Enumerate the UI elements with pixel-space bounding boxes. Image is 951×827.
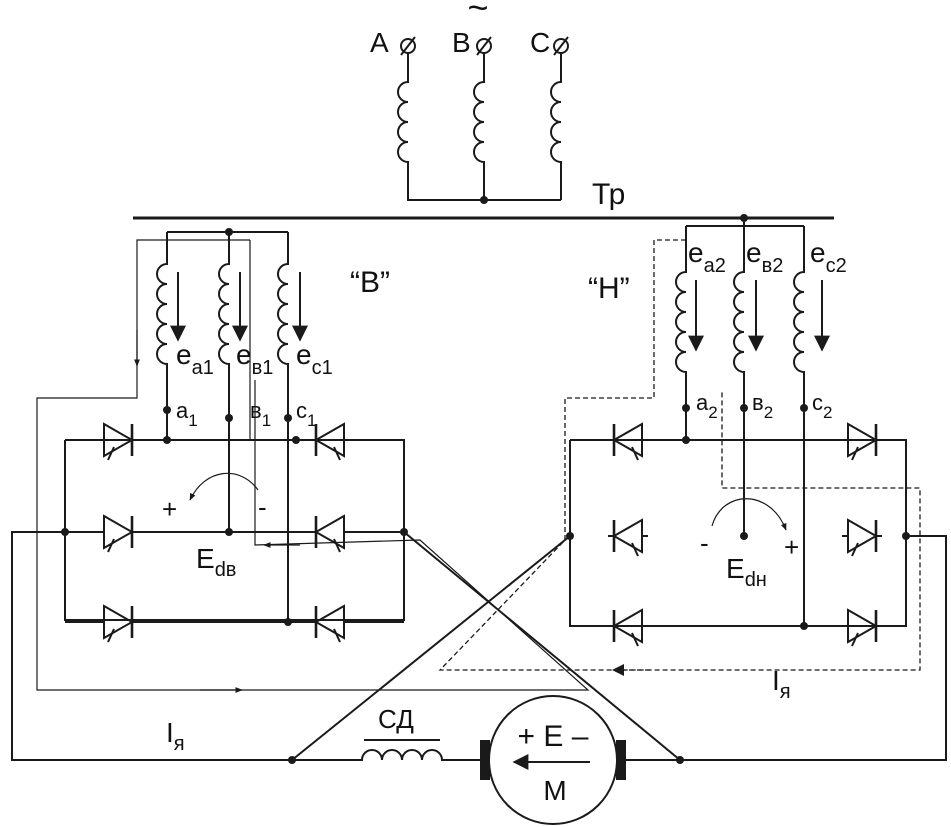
thyristor-h-1-icon bbox=[606, 422, 650, 462]
primary-coil-b-icon bbox=[473, 53, 485, 200]
minus-left: - bbox=[258, 492, 267, 522]
thyristor-h-2-icon bbox=[840, 422, 884, 462]
minus-right: - bbox=[700, 528, 709, 558]
phase-b-terminal-icon bbox=[476, 36, 492, 56]
a2-label: a2 bbox=[696, 390, 718, 422]
ea1-label: eа1 bbox=[176, 339, 214, 379]
secondary-b-coil-b-icon bbox=[218, 232, 230, 532]
smoothing-choke-icon bbox=[292, 749, 480, 761]
thyristor-b-6-icon bbox=[308, 604, 352, 644]
phase-c-label: C bbox=[530, 27, 550, 58]
secondary-winding-h: eа2 eв2 ec2 “Н” a2 в2 c2 bbox=[588, 214, 847, 626]
ia-left-label: Iя bbox=[166, 717, 185, 755]
current-path-b-solid bbox=[36, 239, 590, 693]
plus-left: + bbox=[162, 494, 177, 524]
ac-symbol: ~ bbox=[467, 0, 488, 28]
motor-brush-left bbox=[480, 740, 490, 780]
motor-brush-right bbox=[616, 740, 626, 780]
current-path-h-dashed bbox=[438, 239, 921, 676]
secondary-b-coil-a-icon bbox=[156, 232, 168, 440]
plus-right: + bbox=[784, 532, 799, 562]
edn-label: Edн bbox=[726, 553, 767, 591]
phase-b-label: B bbox=[452, 27, 471, 58]
ec2-label: ec2 bbox=[810, 237, 847, 277]
eb2-label: eв2 bbox=[746, 237, 783, 277]
left-thyristor-bridge: + - Edв bbox=[61, 422, 408, 644]
primary-coil-a-icon bbox=[397, 53, 561, 201]
edb-label: Edв bbox=[196, 543, 236, 581]
thyristor-h-4-icon bbox=[840, 518, 884, 558]
a1-label: a1 bbox=[176, 398, 198, 430]
dc-motor-icon bbox=[488, 695, 618, 825]
dc-output-circuit: СД + E – M Iя Iя bbox=[11, 531, 947, 825]
primary-coil-c-icon bbox=[550, 53, 562, 200]
motor-m-label: M bbox=[543, 775, 566, 806]
c2-label: c2 bbox=[812, 390, 832, 422]
ec1-label: ec1 bbox=[296, 339, 333, 379]
secondary-h-coil-c-icon bbox=[793, 226, 805, 626]
group-b-label: “В” bbox=[350, 266, 390, 299]
ea2-label: eа2 bbox=[688, 237, 726, 277]
thyristor-h-5-icon bbox=[606, 608, 650, 648]
thyristor-b-5-icon bbox=[96, 604, 140, 644]
right-thyristor-bridge: - + Edн bbox=[566, 422, 910, 648]
thyristor-h-3-icon bbox=[606, 518, 650, 558]
group-h-label: “Н” bbox=[588, 272, 630, 305]
secondary-b-coil-c-icon bbox=[277, 232, 289, 622]
choke-label: СД bbox=[378, 704, 414, 734]
thyristor-h-6-icon bbox=[840, 608, 884, 648]
phase-a-label: A bbox=[370, 27, 389, 58]
secondary-h-coil-b-icon bbox=[733, 226, 745, 536]
phase-c-terminal-icon bbox=[553, 36, 569, 56]
transformer-label: Тр bbox=[592, 178, 625, 211]
secondary-h-coil-a-icon bbox=[675, 226, 687, 440]
c1-label: c1 bbox=[296, 398, 316, 430]
ia-right-label: Iя bbox=[772, 665, 791, 703]
b1-label: в1 bbox=[250, 398, 271, 430]
thyristor-b-2-icon bbox=[308, 422, 352, 462]
motor-e-label: + E – bbox=[518, 720, 589, 753]
secondary-winding-b: eа1 eв1 ec1 “В” a1 в1 c1 bbox=[156, 228, 390, 622]
thyristor-b-4-icon bbox=[308, 514, 352, 554]
thyristor-b-1-icon bbox=[96, 422, 140, 462]
eb1-label: eв1 bbox=[236, 339, 273, 379]
b2-label: в2 bbox=[752, 390, 773, 422]
primary-winding: ~ A B C bbox=[370, 0, 569, 204]
phase-a-terminal-icon bbox=[400, 36, 416, 56]
thyristor-b-3-icon bbox=[96, 514, 140, 554]
